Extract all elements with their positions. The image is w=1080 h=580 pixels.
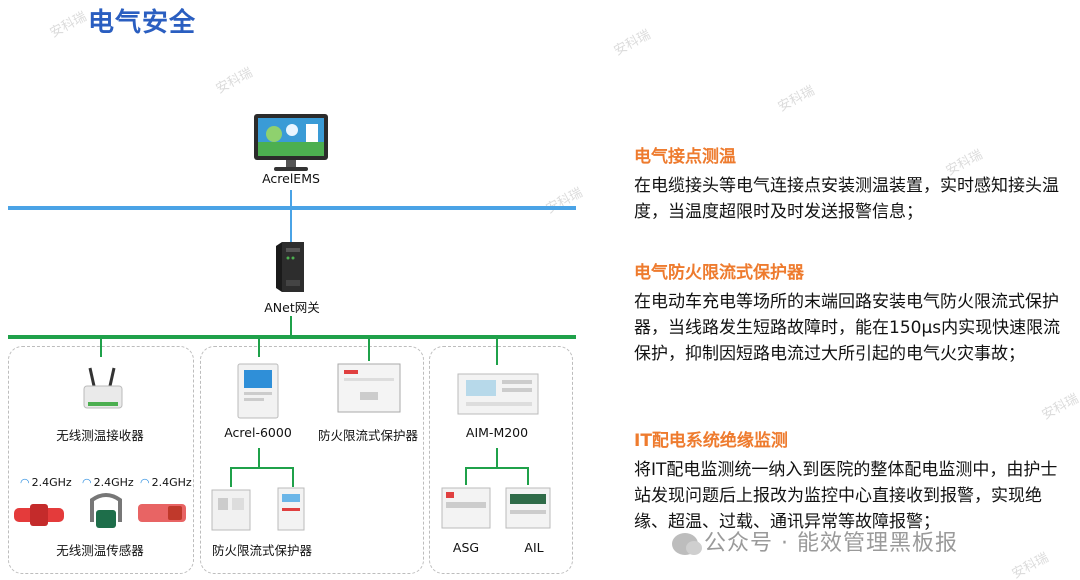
section-fire-protector: 电气防火限流式保护器 在电动车充电等场所的末端回路安装电气防火限流式保护器，当线… [634, 258, 1074, 367]
connector-line [465, 467, 467, 485]
wechat-icon [672, 533, 702, 555]
group-box-insulation [429, 346, 573, 574]
receiver-label: 无线测温接收器 [56, 428, 144, 443]
meter-icon [276, 486, 306, 532]
acrel-6000-device-icon [236, 362, 280, 420]
acrelems-label: AcrelEMS [262, 171, 320, 186]
temperature-sensor-icon [86, 492, 126, 532]
temperature-sensor-icon [14, 502, 64, 528]
section-body: 在电动车充电等场所的末端回路安装电气防火限流式保护器，当线路发生短路故障时，能在… [634, 292, 1061, 364]
watermark: 安科瑞 [1039, 391, 1080, 424]
watermark: 安科瑞 [1009, 550, 1052, 580]
watermark: 安科瑞 [775, 83, 818, 116]
section-body: 将IT配电监测统一纳入到医院的整体配电监测中，由护士站发现问题后上报改为监控中心… [634, 460, 1058, 532]
sensor-label: 无线测温传感器 [56, 543, 144, 558]
connector-line [258, 448, 260, 468]
protector-bottom-label: 防火限流式保护器 [211, 543, 312, 558]
wifi-icon: ◠ [82, 476, 92, 489]
fire-protector-icon [336, 362, 402, 414]
connector-line [290, 210, 292, 242]
footer-watermark: 公众号 · 能效管理黑板报 [672, 525, 958, 557]
gateway-icon [276, 240, 306, 294]
ail-label: AIL [524, 540, 544, 555]
watermark: 安科瑞 [47, 9, 90, 42]
section-contact-temp: 电气接点测温 在电缆接头等电气连接点安装测温装置，实时感知接头温度，当温度超限时… [634, 142, 1074, 225]
group-box-protector [200, 346, 424, 574]
temperature-sensor-icon [138, 500, 186, 526]
connector-line [230, 467, 232, 487]
page-title: 电气安全 [88, 8, 197, 38]
connector-line [527, 467, 529, 485]
connector-line [496, 448, 498, 468]
freq-label: ◠2.4GHz [140, 476, 192, 489]
connector-line [465, 467, 529, 469]
connector-line [230, 467, 294, 469]
wifi-icon: ◠ [140, 476, 150, 489]
gateway-label: ANet网关 [264, 300, 320, 315]
freq-label: ◠2.4GHz [20, 476, 72, 489]
watermark: 安科瑞 [611, 27, 654, 60]
breaker-icon [210, 488, 252, 532]
connector-line [258, 337, 260, 357]
aim-m200-device-icon [456, 370, 540, 418]
section-heading: 电气接点测温 [634, 147, 736, 167]
section-heading: 电气防火限流式保护器 [634, 263, 804, 283]
asg-label: ASG [452, 540, 480, 555]
freq-label: ◠2.4GHz [82, 476, 134, 489]
asg-device-icon [440, 486, 492, 530]
connector-line [100, 337, 102, 357]
section-it-insulation: IT配电系统绝缘监测 将IT配电监测统一纳入到医院的整体配电监测中，由护士站发现… [634, 426, 1074, 535]
network-bus-bottom [8, 335, 576, 339]
monitor-icon [252, 112, 330, 174]
watermark: 安科瑞 [213, 65, 256, 98]
network-bus-top [8, 206, 576, 210]
protector-top-label: 防火限流式保护器 [317, 428, 418, 443]
connector-line [290, 190, 292, 208]
wireless-receiver-icon [80, 364, 126, 414]
watermark: 安科瑞 [543, 185, 586, 218]
section-body: 在电缆接头等电气连接点安装测温装置，实时感知接头温度，当温度超限时及时发送报警信… [634, 176, 1059, 222]
connector-line [496, 337, 498, 365]
connector-line [290, 316, 292, 336]
connector-line [292, 467, 294, 487]
acrel-6000-label: Acrel-6000 [224, 425, 292, 440]
wifi-icon: ◠ [20, 476, 30, 489]
ail-device-icon [504, 486, 552, 530]
section-heading: IT配电系统绝缘监测 [634, 431, 788, 451]
aim-m200-label: AIM-M200 [465, 425, 529, 440]
connector-line [368, 337, 370, 361]
